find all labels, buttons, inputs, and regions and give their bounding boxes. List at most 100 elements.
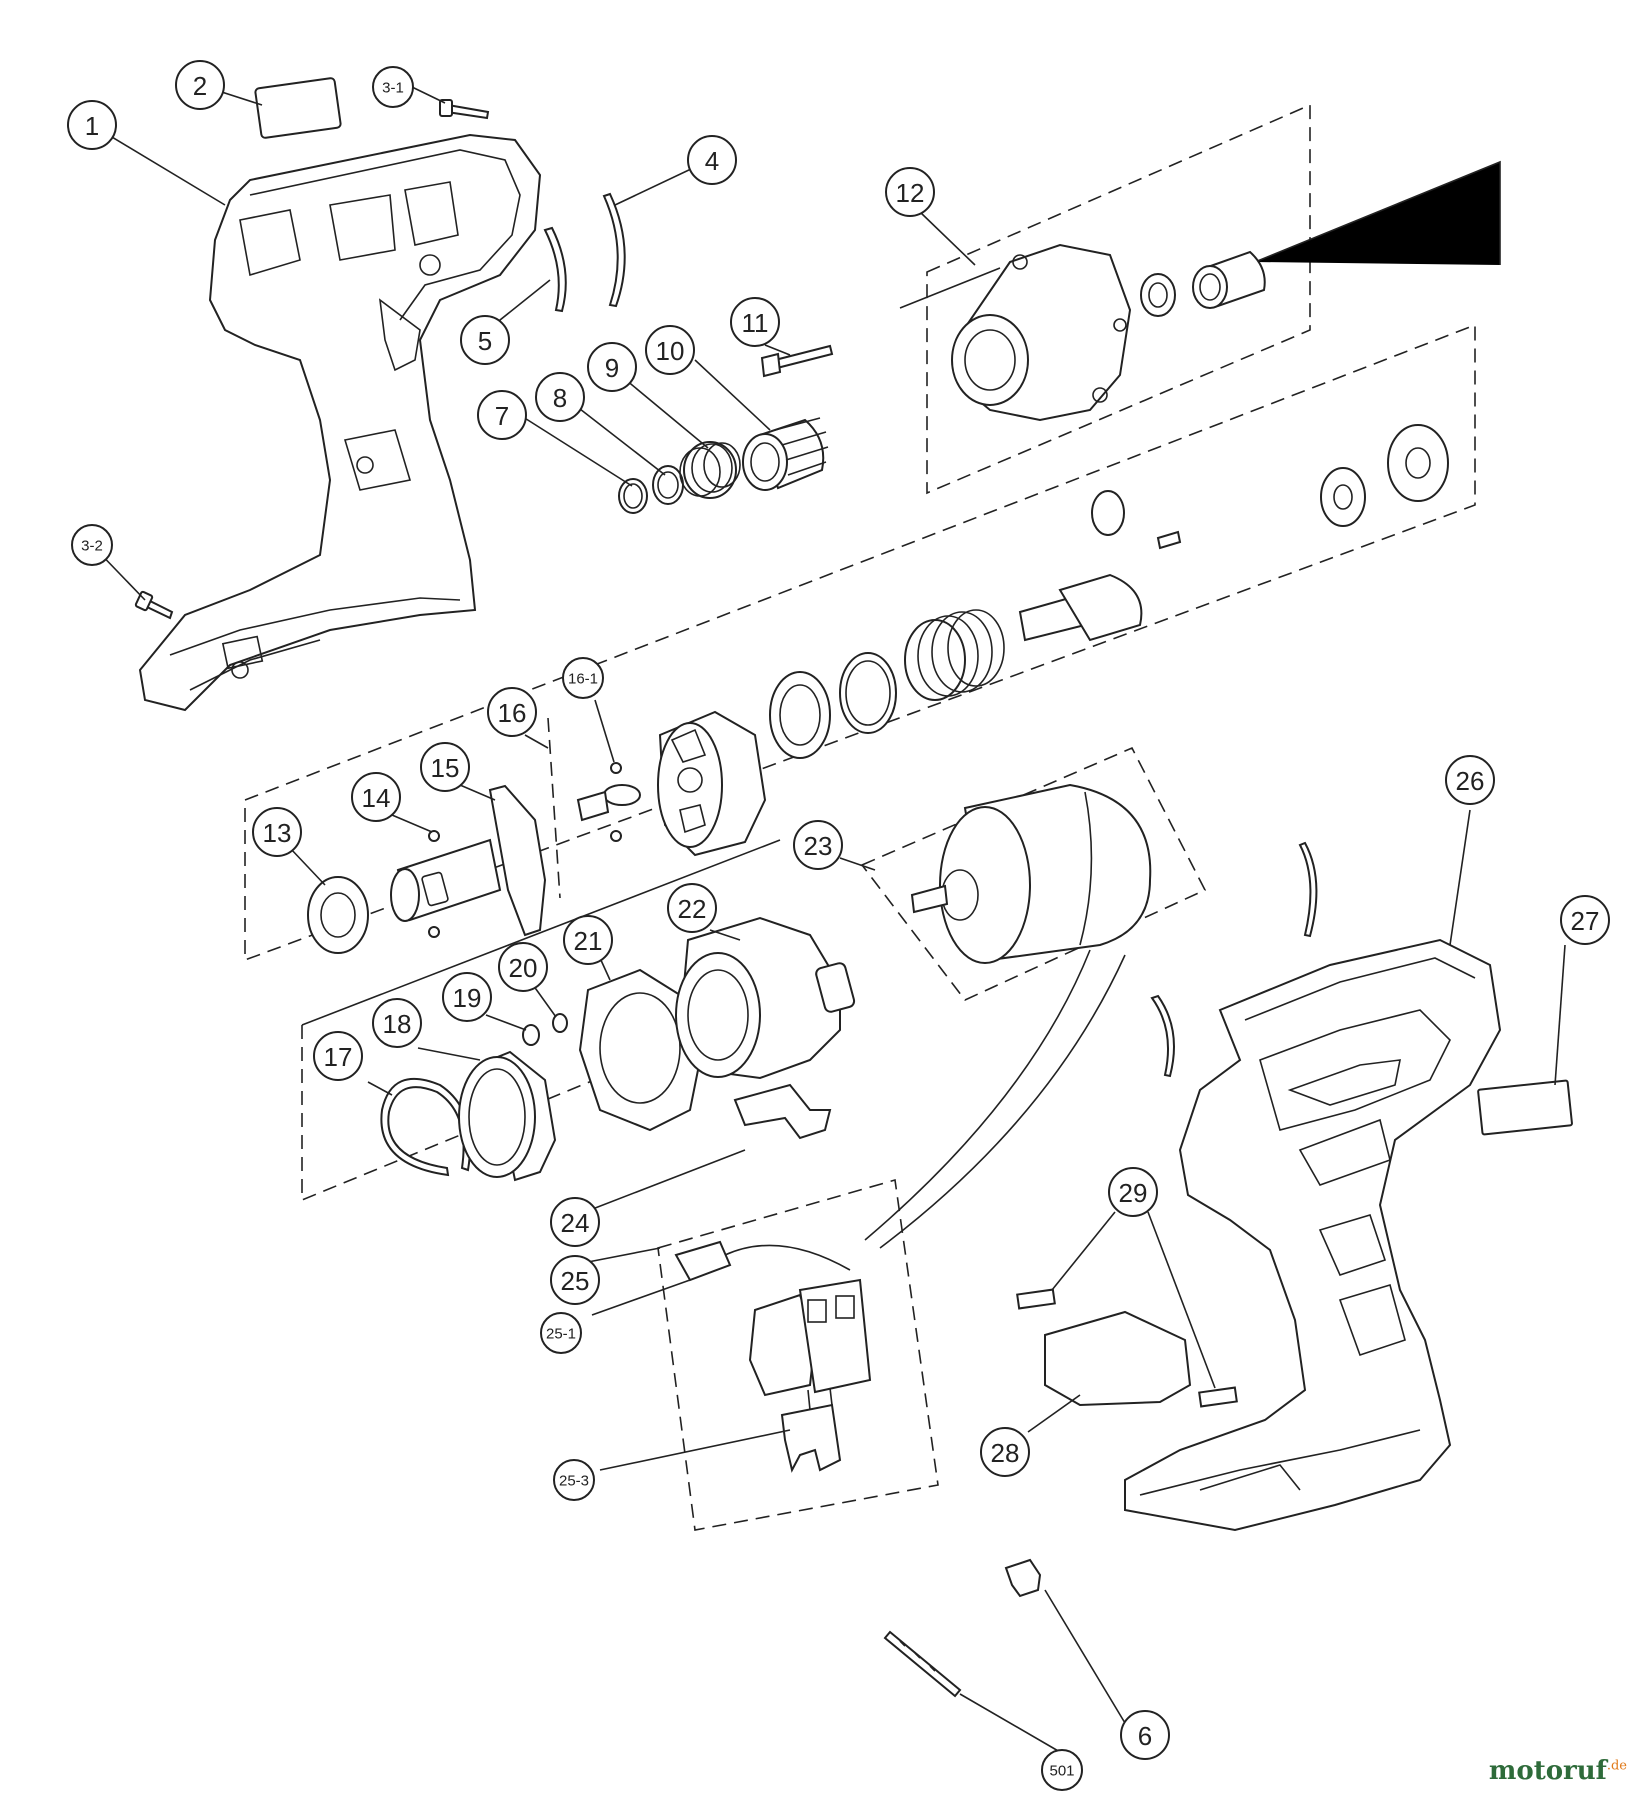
callout-12: 12	[885, 167, 935, 217]
part-5-arc-spring	[543, 226, 567, 313]
callout-circle	[730, 297, 780, 347]
part-3-1-screw	[439, 99, 490, 120]
callout-circle	[687, 135, 737, 185]
callout-circle	[313, 1031, 363, 1081]
part-16-spindle	[1018, 490, 1182, 642]
callout-16-1: 16-1	[562, 657, 604, 699]
callout-label: 16	[498, 698, 527, 728]
callout-6: 6	[1120, 1710, 1170, 1760]
callout-label: 28	[991, 1438, 1020, 1468]
callout-circle	[372, 66, 414, 108]
part-21-gasket	[578, 968, 702, 1132]
callout-label: 16-1	[568, 671, 598, 688]
callout-circle	[460, 315, 510, 365]
part-2-label	[254, 77, 342, 139]
callout-circle	[885, 167, 935, 217]
callout-2: 2	[175, 60, 225, 110]
part-20-washer	[552, 1013, 568, 1033]
callout-label: 3-2	[81, 538, 103, 555]
leader-lines	[91, 84, 1566, 1753]
callout-circle	[1120, 1710, 1170, 1760]
callout-label: 26	[1456, 766, 1485, 796]
part-18-internal-gear	[458, 1050, 557, 1182]
part-15-anvil	[390, 784, 547, 937]
part-19-gear	[522, 1024, 540, 1046]
callout-label: 501	[1049, 1763, 1074, 1780]
callout-label: 22	[678, 894, 707, 924]
callout-circle	[175, 60, 225, 110]
callout-circle	[71, 524, 113, 566]
part-26-arc-bottom	[1150, 994, 1175, 1078]
part-14-ball	[428, 830, 440, 842]
part-28-pad	[1044, 1310, 1192, 1407]
callout-13: 13	[252, 807, 302, 857]
callout-circle	[1041, 1749, 1083, 1791]
part-10-sleeve	[742, 417, 829, 491]
callout-label: 9	[605, 353, 619, 383]
part-16-spring	[904, 609, 1005, 701]
part-13-washer	[307, 876, 369, 954]
callout-circle	[550, 1255, 600, 1305]
part-1-left-housing	[138, 133, 542, 712]
part-27-label	[1477, 1079, 1573, 1136]
callout-label: 4	[705, 146, 719, 176]
callout-17: 17	[313, 1031, 363, 1081]
callout-label: 19	[453, 983, 482, 1013]
part-12-group-box	[926, 103, 1311, 495]
part-11-bolt	[760, 344, 834, 378]
callout-8: 8	[535, 372, 585, 422]
callout-circle	[645, 325, 695, 375]
callout-label: 29	[1119, 1178, 1148, 1208]
callout-label: 25-3	[559, 1473, 589, 1490]
callout-label: 6	[1138, 1721, 1152, 1751]
callout-label: 14	[362, 783, 391, 813]
callout-25: 25	[550, 1255, 600, 1305]
motoruf-watermark: motoruf.de	[1488, 1756, 1627, 1786]
part-25-1-connector	[674, 1240, 851, 1282]
callout-28: 28	[980, 1427, 1030, 1477]
part-6-clip	[1004, 1558, 1042, 1598]
part-16-washer-right	[1320, 467, 1366, 527]
callout-15: 15	[420, 742, 470, 792]
callout-label: 2	[193, 71, 207, 101]
callout-label: 12	[896, 178, 925, 208]
callout-18: 18	[372, 998, 422, 1048]
callout-3-1: 3-1	[372, 66, 414, 108]
callout-circle	[1445, 755, 1495, 805]
callout-label: 8	[553, 383, 567, 413]
callout-circle	[351, 772, 401, 822]
callout-circle	[252, 807, 302, 857]
part-29-label-b	[1198, 1386, 1238, 1408]
part-23-motor	[910, 783, 1152, 964]
callout-501: 501	[1041, 1749, 1083, 1791]
callout-circle	[487, 687, 537, 737]
part-25-3-terminal	[780, 1387, 842, 1473]
callout-4: 4	[687, 135, 737, 185]
part-9-spring	[679, 441, 741, 499]
callout-circle	[420, 742, 470, 792]
callout-circle	[793, 820, 843, 870]
callout-20: 20	[498, 942, 548, 992]
callout-label: 23	[804, 831, 833, 861]
callout-circle	[442, 972, 492, 1022]
callout-5: 5	[460, 315, 510, 365]
callout-3-2: 3-2	[71, 524, 113, 566]
part-16-washer	[839, 652, 897, 734]
callout-21: 21	[563, 915, 613, 965]
part-16-bearing-right	[1387, 424, 1449, 502]
callout-label: 21	[574, 926, 603, 956]
callout-16: 16	[487, 687, 537, 737]
callout-23: 23	[793, 820, 843, 870]
part-26-arc-top	[1298, 841, 1318, 938]
part-16-group-box	[547, 717, 561, 899]
motor-wires	[864, 949, 1126, 1249]
callout-label: 18	[383, 1009, 412, 1039]
part-501-bit	[883, 1630, 962, 1698]
callout-label: 27	[1571, 906, 1600, 936]
callout-14: 14	[351, 772, 401, 822]
part-4-arc-spring	[602, 192, 626, 308]
callout-circle	[1560, 895, 1610, 945]
callout-circle	[67, 100, 117, 150]
part-16-ball-ring	[769, 671, 831, 759]
callout-29: 29	[1108, 1167, 1158, 1217]
